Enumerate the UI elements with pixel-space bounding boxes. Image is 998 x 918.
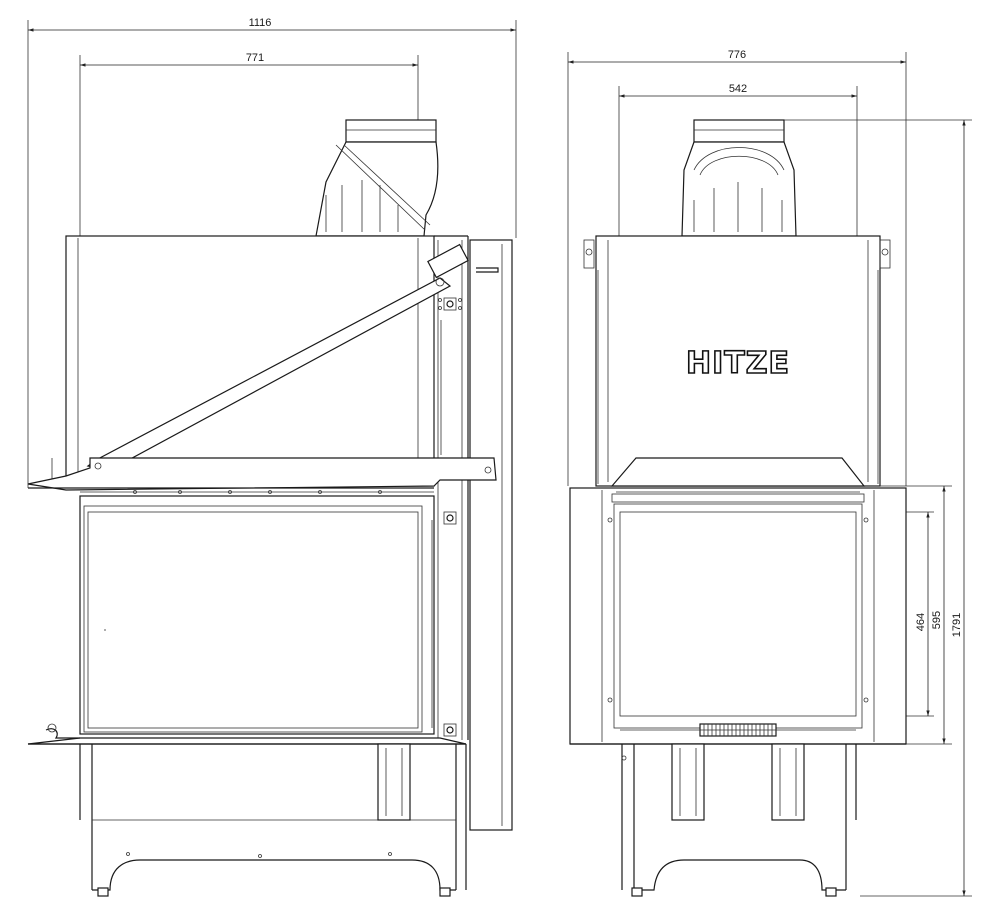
dimension-front-total-width: 776 (567, 49, 907, 486)
flue-collar-front (681, 119, 797, 237)
side-base-frame (79, 743, 467, 897)
hitze-logo: HITZE (685, 345, 790, 382)
dimension-label: 464 (915, 613, 927, 631)
side-view: 1116 771 (27, 17, 517, 897)
logo-text: HITZE (686, 346, 790, 381)
front-view: 776 542 (567, 49, 972, 897)
dimension-label: 776 (728, 49, 746, 61)
upper-body (51, 235, 513, 831)
front-base-frame (570, 743, 906, 897)
dimension-total-height: 1791 (784, 119, 972, 897)
dimension-side-total-width: 1116 (27, 17, 517, 488)
side-glass-door (79, 495, 457, 737)
dimension-label: 542 (729, 83, 747, 95)
front-glass-door (569, 487, 907, 745)
dimension-label: 1791 (951, 613, 963, 637)
flue-collar (315, 119, 439, 237)
dimension-front-body-width: 542 (618, 83, 858, 236)
dimension-label: 595 (931, 611, 943, 629)
dimension-side-body-width: 771 (79, 52, 419, 236)
dimension-label: 771 (246, 52, 264, 64)
dimension-label: 1116 (249, 17, 272, 29)
upper-body-front (583, 235, 891, 487)
mid-ledge (27, 457, 497, 494)
dimension-door-height: 595 (880, 485, 952, 745)
